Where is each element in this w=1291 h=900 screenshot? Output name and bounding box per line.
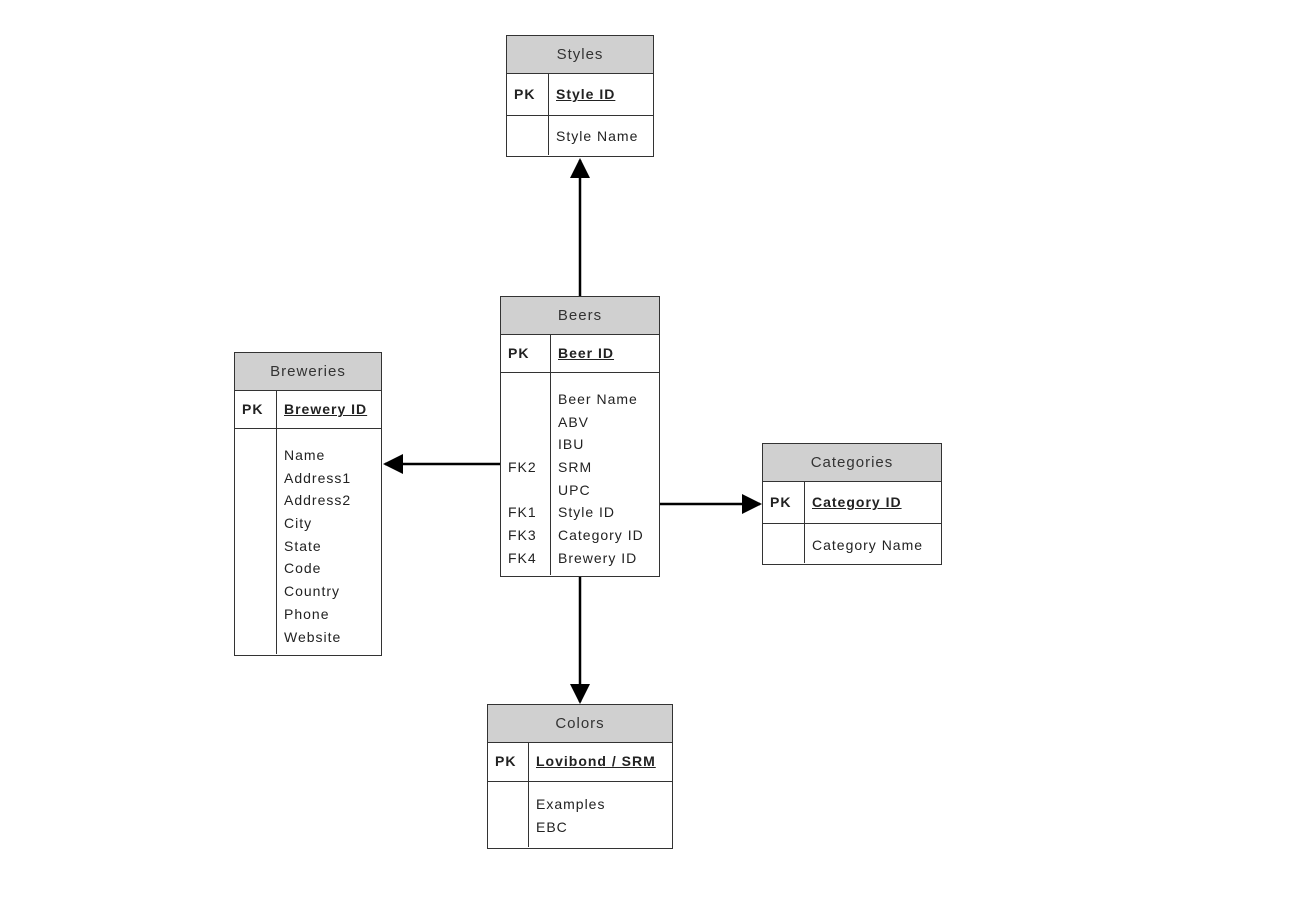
beers-key: FK3 (508, 527, 537, 544)
styles-pk-field: Style ID (556, 86, 616, 102)
beers-pk-label: PK (501, 335, 551, 372)
colors-title: Colors (488, 705, 672, 743)
beers-field: SRM (558, 459, 593, 476)
breweries-title: Breweries (235, 353, 381, 391)
styles-pk-label: PK (507, 74, 549, 115)
breweries-field: City (284, 515, 313, 532)
categories-entity: Categories PK Category ID Category Name (762, 443, 942, 565)
breweries-field: Country (284, 583, 341, 600)
breweries-entity: Breweries PK Brewery ID Name Address1 Ad… (234, 352, 382, 656)
breweries-field: State (284, 537, 322, 554)
breweries-pk-field: Brewery ID (284, 401, 368, 417)
beers-entity: Beers PK Beer ID FK2 FK1 FK3 FK4 Beer Na… (500, 296, 660, 577)
beers-field: Style ID (558, 504, 616, 521)
beers-field: Category ID (558, 527, 644, 544)
colors-pk-label: PK (488, 743, 529, 781)
beers-field: ABV (558, 413, 590, 430)
beers-field: Brewery ID (558, 549, 638, 566)
beers-key: FK4 (508, 549, 537, 566)
colors-pk-field: Lovibond / SRM (536, 753, 656, 769)
beers-field: Beer Name (558, 391, 638, 407)
breweries-field: Address2 (284, 492, 352, 509)
categories-pk-field: Category ID (812, 494, 902, 510)
categories-title: Categories (763, 444, 941, 482)
beers-key (508, 433, 550, 456)
breweries-pk-label: PK (235, 391, 277, 428)
beers-key (508, 388, 550, 411)
beers-field: UPC (558, 481, 591, 498)
colors-field: EBC (536, 818, 568, 835)
breweries-field: Address1 (284, 469, 352, 486)
beers-key: FK1 (508, 504, 537, 521)
beers-pk-field: Beer ID (558, 345, 615, 361)
beers-key (508, 411, 550, 434)
breweries-field: Website (284, 628, 342, 645)
categories-pk-label: PK (763, 482, 805, 523)
breweries-field: Code (284, 560, 322, 577)
beers-key (508, 479, 550, 502)
breweries-field: Phone (284, 605, 330, 622)
colors-entity: Colors PK Lovibond / SRM Examples EBC (487, 704, 673, 849)
colors-field: Examples (536, 796, 606, 812)
styles-entity: Styles PK Style ID Style Name (506, 35, 654, 157)
beers-title: Beers (501, 297, 659, 335)
breweries-field: Name (284, 447, 326, 463)
styles-title: Styles (507, 36, 653, 74)
beers-key: FK2 (508, 459, 537, 476)
categories-field: Category Name (812, 537, 924, 553)
beers-field: IBU (558, 436, 585, 453)
styles-field: Style Name (556, 128, 639, 144)
